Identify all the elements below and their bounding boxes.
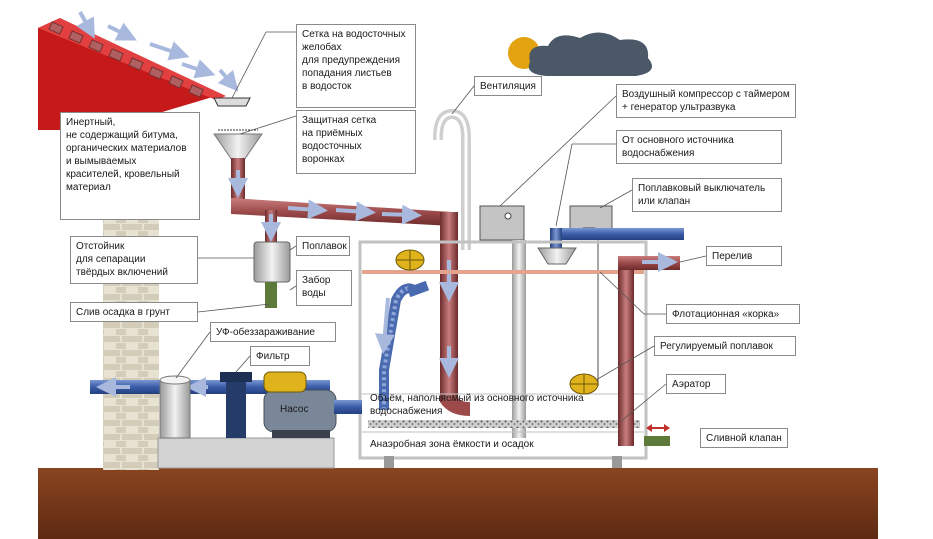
label-main-supply: От основного источника водоснабжения <box>616 130 782 164</box>
label-flotation-crust: Флотационная «корка» <box>666 304 800 324</box>
label-aerator: Аэратор <box>666 374 726 394</box>
label-sediment-drain: Слив осадка в грунт <box>70 302 198 322</box>
label-adjustable-float: Регулируемый поплавок <box>654 336 796 356</box>
settler-tank <box>253 241 291 283</box>
label-ventilation: Вентиляция <box>474 76 542 96</box>
label-anaerobic-zone: Анаэробная зона ёмкости и осадок <box>370 439 534 450</box>
label-roof-material: Инертный, не содержащий битума, органиче… <box>60 112 200 220</box>
cloud <box>528 32 652 76</box>
label-pump: Насос <box>280 404 309 415</box>
float-adjustable <box>569 373 599 395</box>
float-top <box>395 249 425 271</box>
ground <box>38 468 878 539</box>
label-funnel-mesh: Защитная сетка на приёмных водосточных в… <box>296 110 416 174</box>
label-compressor: Воздушный компрессор с таймером + генера… <box>616 84 796 118</box>
filter-unit <box>226 376 246 438</box>
label-intake: Забор воды <box>296 270 352 306</box>
rain-arrows <box>76 11 239 92</box>
label-float-switch: Поплавковый выключатель или клапан <box>632 178 782 212</box>
drain-valve-pipe <box>644 436 670 446</box>
concrete-base <box>157 437 335 469</box>
label-float: Поплавок <box>296 236 350 256</box>
label-settler: Отстойник для сепарации твёрдых включени… <box>70 236 198 284</box>
aerator <box>368 420 640 428</box>
compressor-box <box>479 205 525 241</box>
label-drain-valve: Сливной клапан <box>700 428 788 448</box>
funnel <box>213 133 263 161</box>
label-fill-volume: Объём, наполняемый из основного источник… <box>370 393 584 417</box>
label-filter: Фильтр <box>250 346 310 366</box>
label-gutter-mesh: Сетка на водосточных желобах для предупр… <box>296 24 416 108</box>
uv-unit <box>159 379 191 439</box>
label-overflow: Перелив <box>706 246 782 266</box>
label-uv: УФ-обеззараживание <box>210 322 336 342</box>
